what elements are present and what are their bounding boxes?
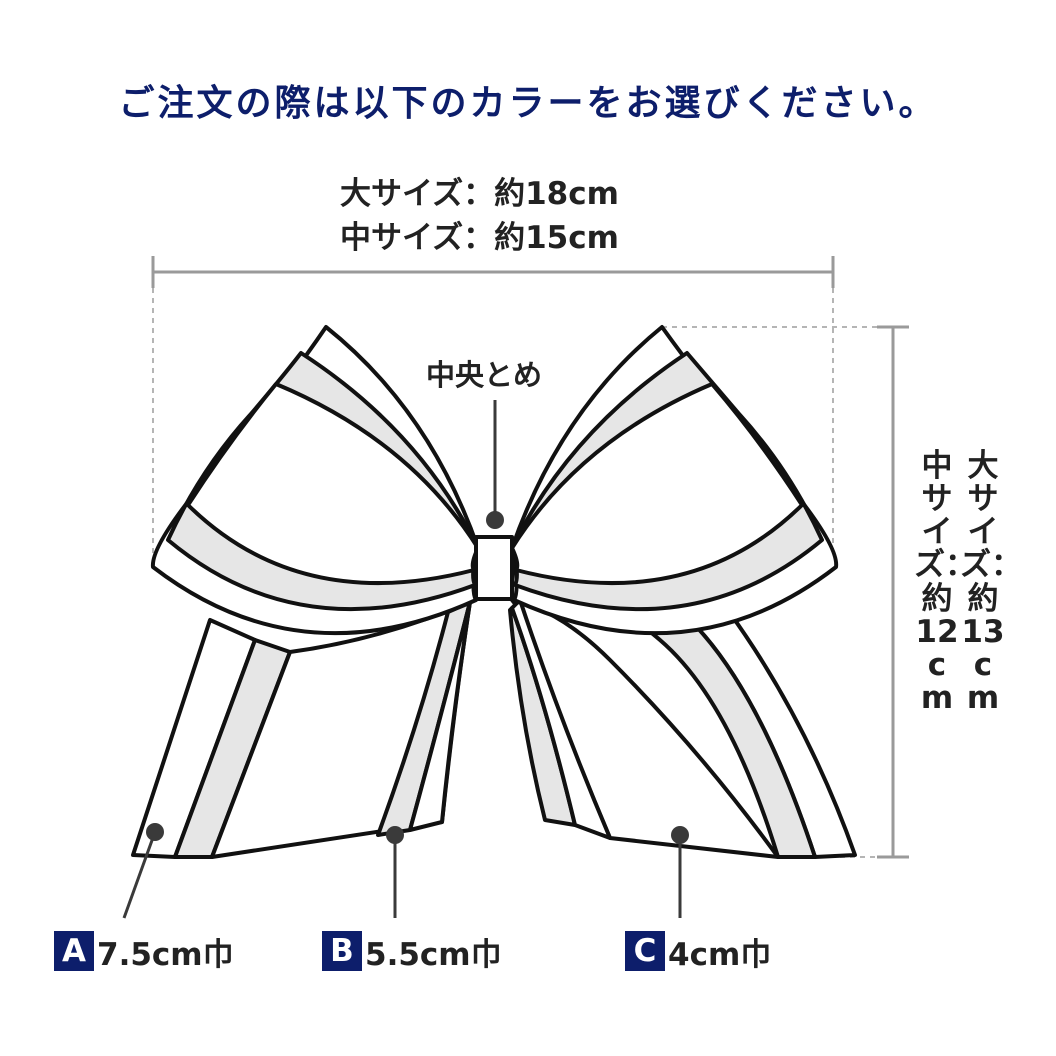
center-pointer-dot	[486, 511, 504, 529]
legend-item-b: B 5.5cm巾	[322, 930, 502, 973]
pointer-dot-a	[146, 823, 164, 841]
legend-text-a: 7.5cm巾	[97, 936, 234, 973]
legend-pointers	[122, 823, 689, 919]
width-guide-lines	[152, 288, 834, 565]
legend-text-c: 4cm巾	[668, 936, 772, 973]
legend-item-c: C 4cm巾	[625, 930, 772, 973]
width-dimension-line	[151, 256, 835, 288]
height-large-label: 大サイズ：約13cm	[960, 448, 1022, 717]
legend-text-b: 5.5cm巾	[365, 936, 502, 973]
width-large-label: 大サイズ：約18cm	[340, 176, 619, 212]
legend-badge-a: A	[54, 931, 94, 971]
height-medium-label: 中サイズ：約12cm	[914, 448, 976, 717]
height-dimension-line	[877, 325, 909, 859]
legend-badge-b: B	[322, 931, 362, 971]
pointer-dot-c	[671, 826, 689, 844]
legend-item-a: A 7.5cm巾	[54, 930, 234, 973]
center-knot	[474, 535, 514, 601]
page-heading: ご注文の際は以下のカラーをお選びください。	[118, 83, 938, 124]
left-tail-a-strip	[408, 600, 472, 832]
right-tail-inner-white	[510, 598, 612, 840]
width-medium-label: 中サイズ：約15cm	[340, 220, 619, 256]
center-label: 中央とめ	[426, 358, 543, 392]
pointer-dot-b	[386, 826, 404, 844]
legend-badge-c: C	[625, 931, 665, 971]
right-loop-c	[510, 382, 804, 586]
left-loop-c	[186, 382, 480, 586]
bow-shape	[131, 325, 857, 859]
